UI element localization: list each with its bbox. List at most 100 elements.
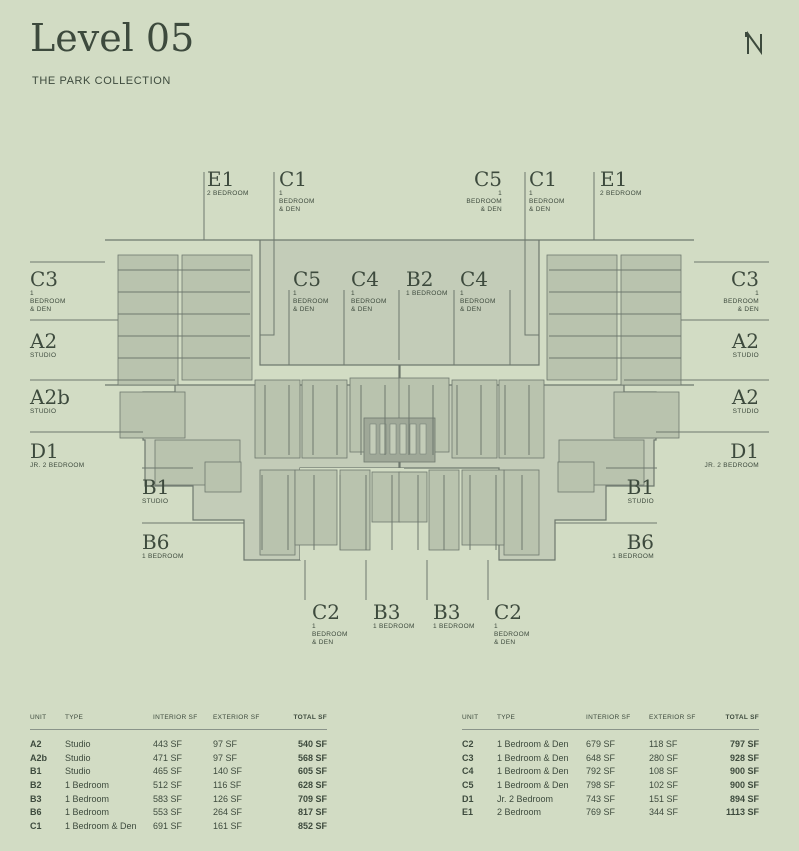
table-row: C1 1 Bedroom & Den 691 SF 161 SF 852 SF (30, 819, 327, 833)
cell-exterior: 126 SF (213, 793, 243, 804)
wall-block (181, 254, 253, 381)
cell-exterior: 118 SF (649, 738, 678, 749)
floor-plan-outline (105, 239, 694, 561)
cell-exterior: 280 SF (649, 752, 679, 763)
cell-type: Studio (65, 766, 91, 777)
cell-interior: 798 SF (586, 779, 616, 790)
cell-interior: 769 SF (586, 807, 616, 818)
col-exterior: EXTERIOR SF (649, 712, 709, 730)
col-interior: INTERIOR SF (586, 712, 649, 730)
cell-type: 1 Bedroom & Den (65, 820, 137, 831)
cell-total: 709 SF (297, 793, 327, 804)
cell-unit: C2 (462, 738, 474, 749)
cell-exterior: 161 SF (213, 820, 243, 831)
col-unit: UNIT (30, 712, 65, 730)
wall-block (294, 469, 338, 546)
cell-type: 1 Bedroom & Den (497, 779, 569, 790)
cell-interior: 583 SF (153, 793, 183, 804)
col-interior: INTERIOR SF (153, 712, 213, 730)
cell-total: 900 SF (729, 766, 759, 777)
cell-exterior: 97 SF (213, 752, 238, 763)
col-exterior: EXTERIOR SF (213, 712, 273, 730)
stair-tread (379, 423, 387, 455)
cell-exterior: 116 SF (213, 779, 242, 790)
wall-block (117, 254, 179, 386)
wall-block (451, 379, 498, 459)
cell-interior: 792 SF (586, 766, 616, 777)
cell-total: 894 SF (729, 793, 759, 804)
leader-line (260, 172, 275, 336)
col-type: TYPE (497, 712, 586, 730)
cell-total: 605 SF (297, 766, 327, 777)
leader-lines (30, 172, 769, 600)
wall-block (613, 391, 680, 439)
table-row: B1 Studio 465 SF 140 SF 605 SF (30, 764, 327, 778)
collection-subtitle: THE PARK COLLECTION (32, 75, 171, 87)
cell-unit: C4 (462, 766, 474, 777)
wall-block (398, 471, 428, 523)
cell-total: 928 SF (729, 752, 759, 763)
wall-block (461, 469, 505, 546)
floor-plan (30, 172, 769, 600)
cell-unit: D1 (462, 793, 474, 804)
cell-interior: 679 SF (586, 738, 616, 749)
n-monogram-logo (745, 30, 762, 56)
wall-block (620, 254, 682, 386)
wall-block (371, 471, 401, 523)
wall-block (498, 379, 545, 459)
cell-unit: C1 (30, 820, 42, 831)
cell-exterior: 97 SF (213, 738, 238, 749)
wall-block (254, 379, 301, 459)
cell-exterior: 264 SF (213, 807, 243, 818)
cell-type: 1 Bedroom (65, 793, 110, 804)
cell-interior: 512 SF (153, 779, 183, 790)
col-total: TOTAL SF (273, 712, 327, 730)
col-type: TYPE (65, 712, 153, 730)
wall-block (557, 461, 595, 493)
stair-tread (419, 423, 427, 455)
cell-type: Studio (65, 738, 91, 749)
cell-type: 1 Bedroom & Den (497, 766, 569, 777)
cell-exterior: 140 SF (213, 766, 243, 777)
cell-total: 852 SF (297, 820, 327, 831)
cell-unit: C3 (462, 752, 474, 763)
cell-unit: B2 (30, 779, 42, 790)
wall-block (119, 391, 186, 439)
unit-area-table-left: UNIT TYPE INTERIOR SF EXTERIOR SF TOTAL … (30, 712, 327, 833)
cell-unit: A2b (30, 752, 48, 763)
cell-interior: 465 SF (153, 766, 183, 777)
cell-exterior: 151 SF (649, 793, 679, 804)
table-header-row: UNIT TYPE INTERIOR SF EXTERIOR SF TOTAL … (30, 712, 327, 730)
cell-type: Studio (65, 752, 91, 763)
stair-tread (369, 423, 377, 455)
page-title: Level 05 (30, 16, 195, 60)
leader-line (524, 172, 539, 336)
cell-unit: B1 (30, 766, 42, 777)
cell-total: 797 SF (729, 738, 759, 749)
cell-interior: 471 SF (153, 752, 183, 763)
cell-total: 568 SF (297, 752, 327, 763)
col-total: TOTAL SF (709, 712, 759, 730)
cell-total: 817 SF (297, 807, 327, 818)
cell-interior: 691 SF (153, 820, 183, 831)
wall-block (339, 469, 371, 551)
cell-total: 540 SF (297, 738, 327, 749)
cell-interior: 443 SF (153, 738, 183, 749)
